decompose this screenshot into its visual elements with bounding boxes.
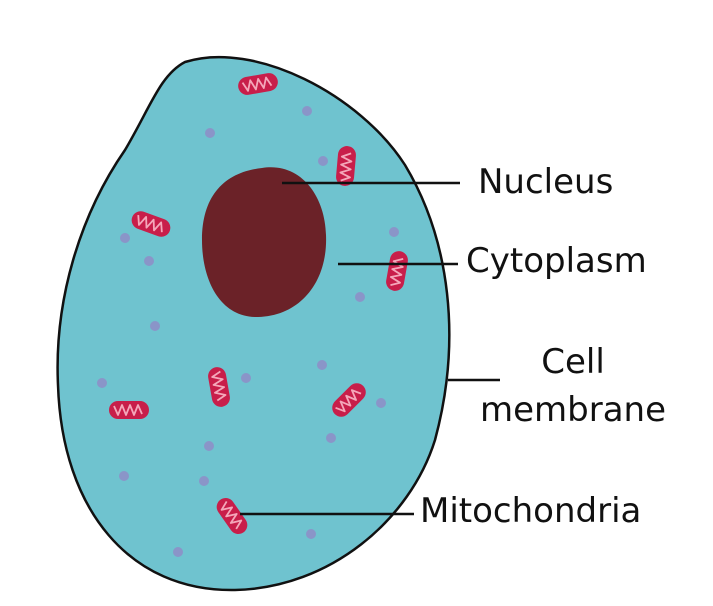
granule	[97, 378, 107, 388]
granule	[204, 441, 214, 451]
granule	[120, 233, 130, 243]
cytoplasm-label: Cytoplasm	[466, 241, 647, 281]
leader-lines	[240, 181, 500, 516]
granule	[144, 256, 154, 266]
granule	[389, 227, 399, 237]
nucleus	[202, 167, 327, 318]
granule	[355, 292, 365, 302]
granule	[150, 321, 160, 331]
nucleus-label: Nucleus	[478, 162, 614, 202]
granule	[199, 476, 209, 486]
granule	[317, 360, 327, 370]
granule	[119, 471, 129, 481]
granule	[302, 106, 312, 116]
cell-membrane	[56, 55, 451, 592]
mitochondria-label: Mitochondria	[420, 491, 642, 531]
cytoplasm-granules	[97, 106, 399, 557]
granule	[241, 373, 251, 383]
granule	[173, 547, 183, 557]
cell-membrane-label-line1: Cell	[541, 342, 605, 382]
granule	[205, 128, 215, 138]
mitochondrion	[108, 400, 150, 420]
granule	[326, 433, 336, 443]
cell-membrane-label: Cell membrane	[466, 338, 680, 434]
granule	[376, 398, 386, 408]
cell-membrane-label-line2: membrane	[479, 390, 667, 430]
granule	[318, 156, 328, 166]
granule	[306, 529, 316, 539]
